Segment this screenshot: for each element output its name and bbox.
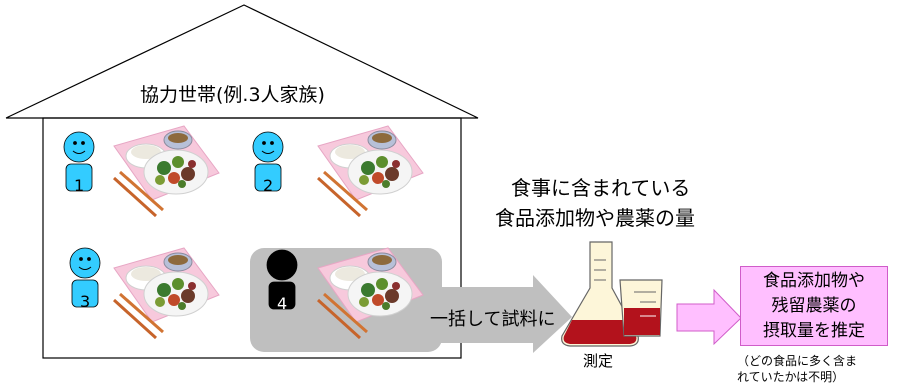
note-line1: （どの食品に多く含ま: [737, 354, 858, 368]
meal-plate-icon: [112, 124, 221, 218]
result-line3: 摂取量を推定: [763, 320, 865, 341]
beaker-icon: [619, 279, 663, 337]
person-icon: [63, 131, 95, 192]
note-line2: れていたかは不明）: [737, 370, 845, 384]
result-arrow: [676, 288, 742, 346]
person-icon: [252, 131, 284, 192]
bulk-arrow: [424, 275, 572, 353]
member-label-1: 1: [74, 176, 85, 195]
house-body: [42, 117, 462, 359]
member-label-3: 3: [80, 292, 91, 311]
household-title: 協力世帯(例.3人家族): [140, 84, 325, 106]
result-box: 食品添加物や 残留農薬の 摂取量を推定: [740, 266, 888, 346]
bulk-sample-label: 一括して試料に: [430, 309, 556, 330]
flask-icon: [561, 241, 639, 347]
unknown-food-note: （どの食品に多く含ま れていたかは不明）: [737, 353, 857, 385]
person-icon: [69, 247, 101, 308]
meal-caption-line1: 食事に含まれている: [511, 176, 691, 200]
meal-caption-line2: 食品添加物や農薬の量: [495, 206, 695, 230]
meal-plate-icon: [316, 124, 425, 218]
result-line1: 食品添加物や: [763, 270, 865, 291]
meal-plate-icon: [112, 246, 221, 340]
result-line2: 残留農薬の: [771, 295, 857, 316]
measure-label: 測定: [583, 352, 614, 370]
member-label-2: 2: [263, 176, 274, 195]
member-label-4: 4: [277, 294, 288, 313]
